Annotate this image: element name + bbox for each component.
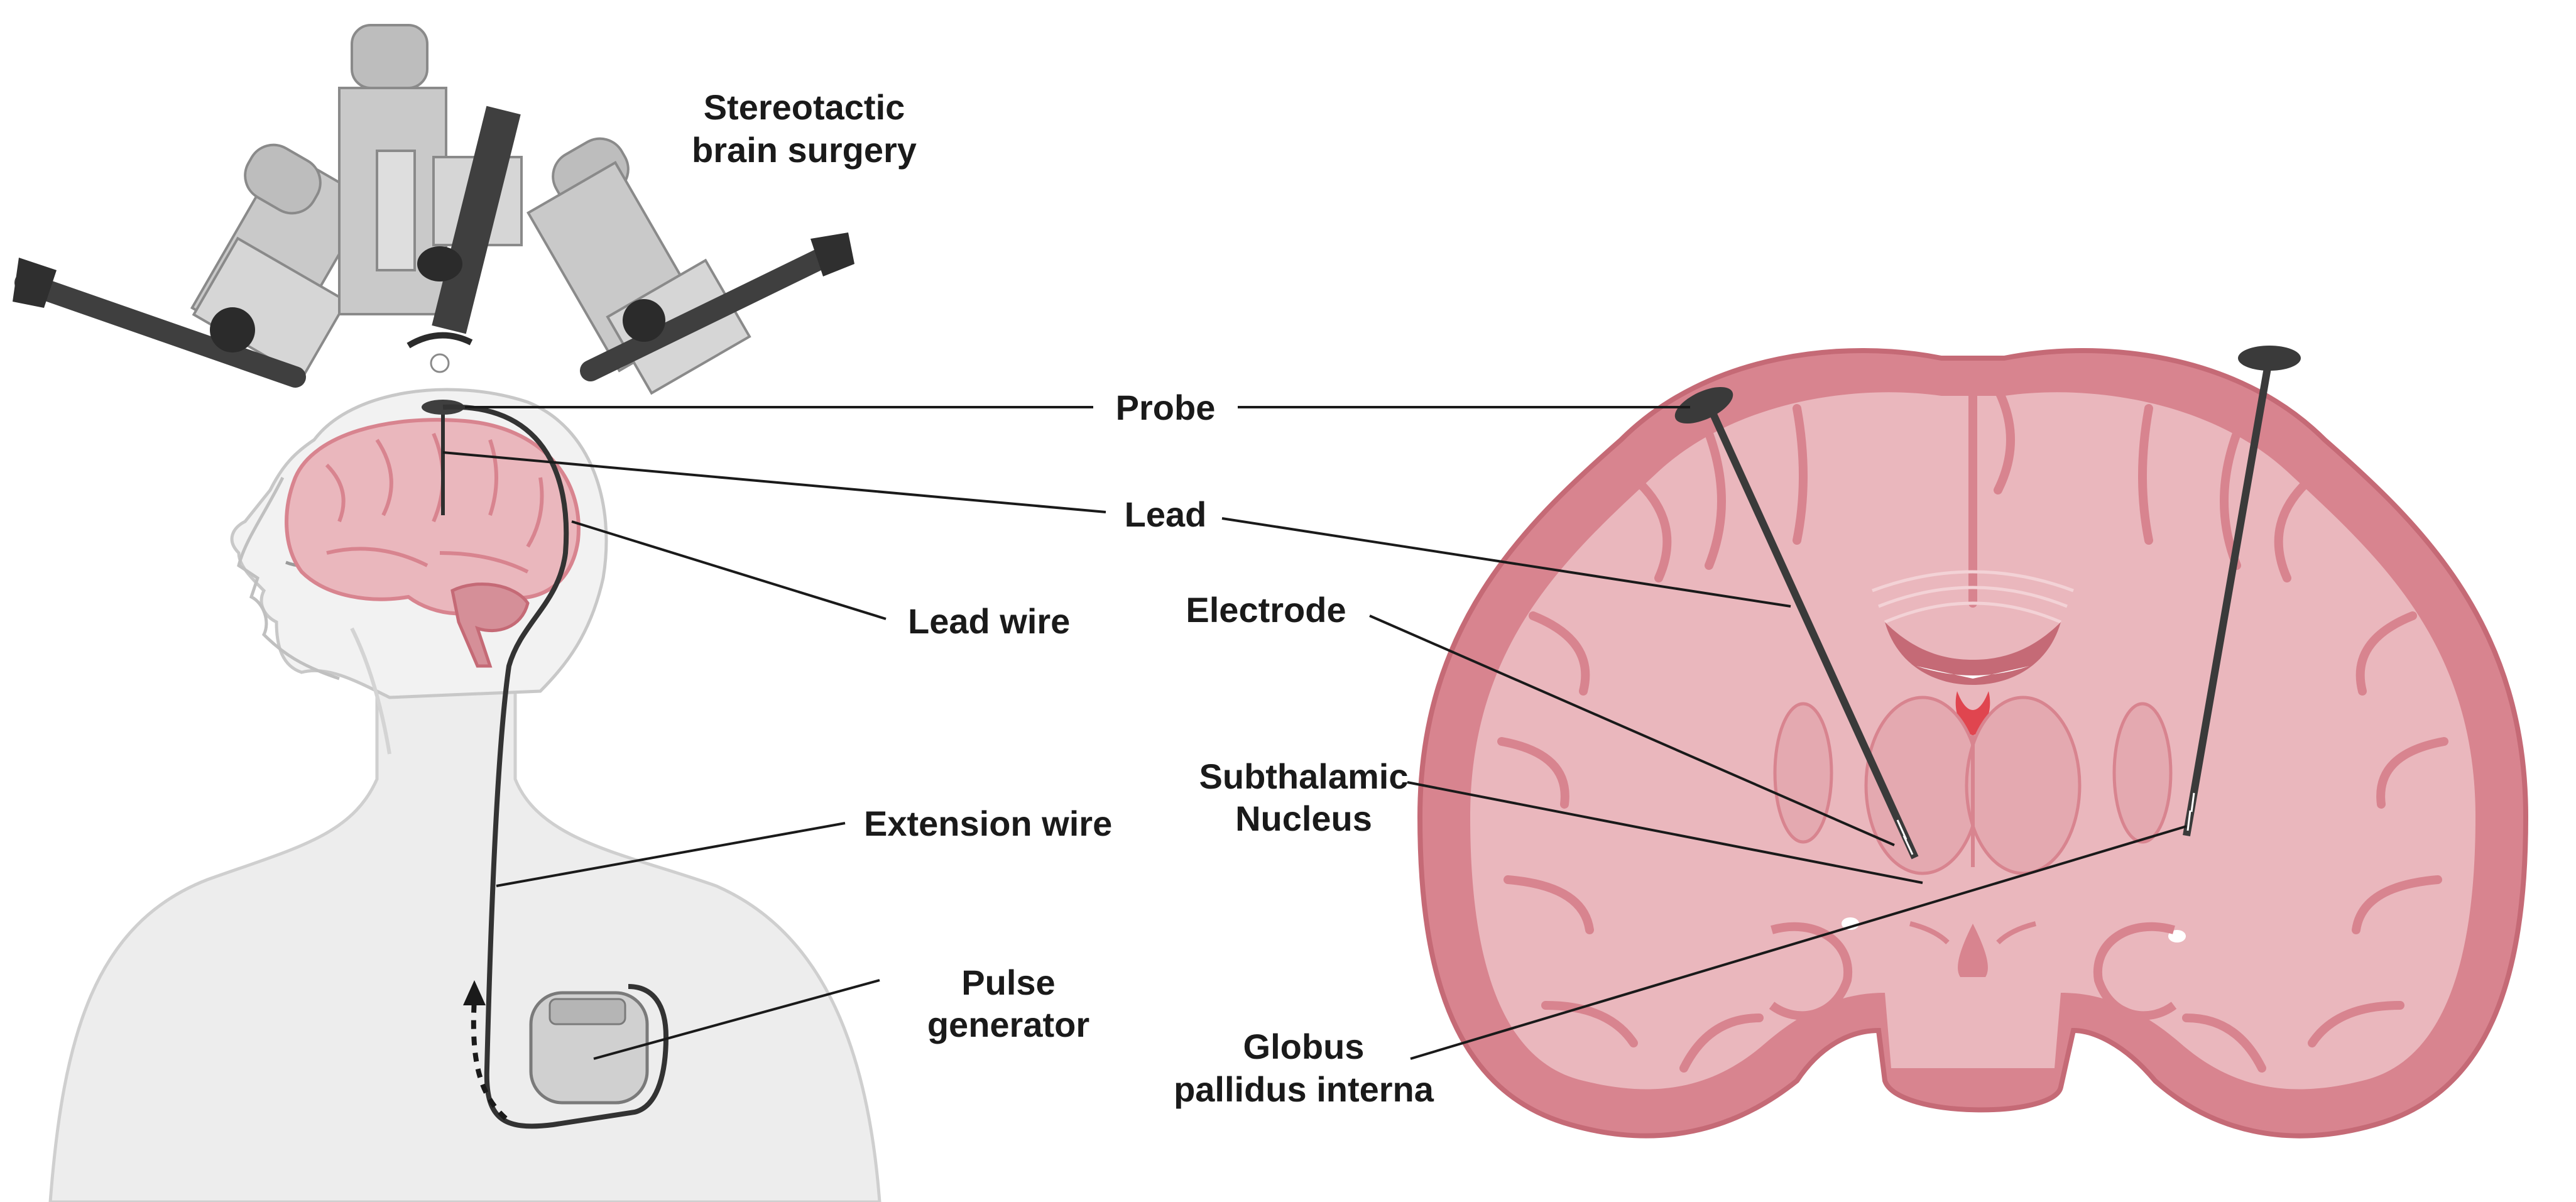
electrode-leader — [1369, 615, 1895, 846]
stereotactic-arm-center — [338, 24, 523, 373]
label-subthalamic-line1: Subthalamic — [1199, 757, 1409, 796]
brain-lateral — [285, 418, 581, 668]
label-probe: Probe — [1116, 388, 1216, 427]
label-extension-wire: Extension wire — [864, 804, 1112, 843]
globus-leader — [1410, 825, 2187, 1060]
label-globus-line2: pallidus interna — [1174, 1069, 1434, 1109]
fourth-ventricle — [1958, 924, 1988, 977]
putamen-left — [1773, 702, 1833, 844]
lead-leader-right — [1221, 517, 1791, 608]
label-pulse-line2: generator — [927, 1005, 1089, 1044]
label-lead-wire: Lead wire — [908, 601, 1070, 641]
putamen-right — [2112, 702, 2173, 844]
torso — [48, 677, 881, 1202]
subthalamic-leader — [1407, 781, 1923, 884]
temporal-lobe-right — [2093, 922, 2177, 1020]
pulse-generator-leader — [593, 979, 880, 1060]
lead-wire-leader — [571, 520, 887, 620]
probe-shaft-right — [2183, 363, 2272, 837]
label-lead: Lead — [1125, 494, 1207, 534]
stereotactic-arm-left — [13, 143, 373, 388]
pulse-generator-device — [529, 991, 649, 1105]
gyri-folds — [1497, 373, 2448, 1073]
stereotactic-frame-illustration — [13, 24, 854, 395]
probe-cap-section-left — [1674, 386, 1733, 424]
labels: Stereotactic brain surgery Probe Lead Le… — [692, 87, 1434, 1109]
dashed-arrow — [471, 998, 508, 1120]
thalamus-right — [1965, 696, 2082, 875]
leader-lines — [442, 406, 2187, 1060]
stereotactic-arm-right — [526, 137, 854, 395]
lead-wire-path — [442, 404, 669, 1129]
human-figure — [48, 388, 881, 1202]
temporal-lobe-left — [1769, 922, 1853, 1020]
probe-cap-section-right — [2238, 346, 2301, 371]
lead-leader-left — [442, 451, 1106, 513]
extension-wire-leader — [496, 822, 846, 887]
label-stereotactic-line2: brain surgery — [692, 130, 917, 170]
label-stereotactic-line1: Stereotactic — [704, 87, 905, 127]
coronal-brain-section — [1417, 346, 2529, 1139]
label-electrode: Electrode — [1186, 590, 1346, 630]
label-subthalamic-line2: Nucleus — [1235, 799, 1372, 838]
probe-shaft-left — [1708, 410, 1919, 860]
face-profile — [237, 476, 340, 680]
label-pulse-line1: Pulse — [961, 963, 1055, 1002]
label-globus-line1: Globus — [1243, 1027, 1365, 1066]
